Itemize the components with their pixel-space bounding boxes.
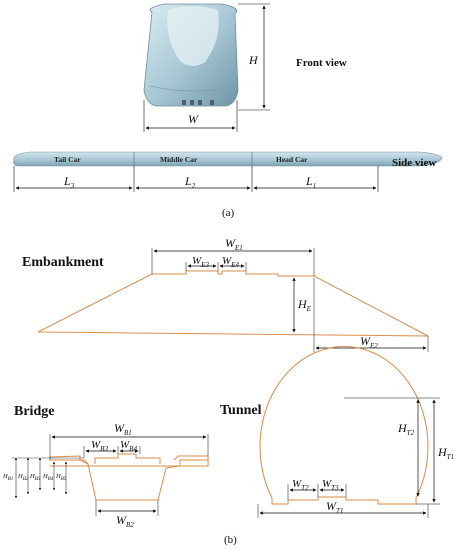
embankment-diagram: Embankment WE1 WE3 WE4 HE WE2 xyxy=(22,236,429,352)
front-width-label: W xyxy=(188,112,199,126)
panel-a: H W Front view Tail Car Middle Car Head … xyxy=(13,3,443,219)
tunnel-diagram: Tunnel HT1 HT2 WT2 WT3 WT1 xyxy=(220,346,454,518)
embankment-title: Embankment xyxy=(22,255,104,270)
bridge-height-label: HB5 xyxy=(55,473,67,482)
dimension-label: WB3 xyxy=(91,439,108,453)
dimension-label: WB1 xyxy=(114,421,132,437)
dimension-label: WE4 xyxy=(222,255,239,269)
bridge-height-dimensions: HB1 HB2 HB3 HB4 HB5 xyxy=(2,457,84,499)
dimension-label: WB2 xyxy=(116,513,134,529)
train-front-view-illustration xyxy=(143,3,239,107)
bridge-height-label: HB4 xyxy=(42,473,54,482)
dimension-label: HT2 xyxy=(397,421,415,437)
side-view-label: Side view xyxy=(392,157,436,169)
dimension-label: WE2 xyxy=(360,334,378,350)
dimension-label: HE xyxy=(297,297,312,313)
front-height-label: H xyxy=(248,53,259,67)
front-height-dimension: H xyxy=(238,3,270,111)
car-name: Head Car xyxy=(276,155,308,164)
car-name: Tail Car xyxy=(54,155,81,164)
length-label-tail: L3 xyxy=(63,174,75,190)
tunnel-title: Tunnel xyxy=(220,403,262,418)
bridge-diagram: Bridge WB1 WB3 WB4 WB2 HB1 HB2 xyxy=(2,404,209,529)
bridge-title: Bridge xyxy=(14,404,54,419)
side-view-length-dimensions: L3 L2 L1 xyxy=(13,166,379,192)
length-label-head: L1 xyxy=(305,174,316,190)
car-name: Middle Car xyxy=(160,155,198,164)
bridge-height-label: HB1 xyxy=(2,473,13,482)
bridge-height-label: HB2 xyxy=(17,473,29,482)
train-side-view-illustration: Tail Car Middle Car Head Car xyxy=(13,151,443,167)
dimension-label: WT1 xyxy=(326,499,343,515)
front-width-dimension: W xyxy=(143,100,238,132)
dimension-label: WB4 xyxy=(120,439,137,453)
length-label-middle: L2 xyxy=(184,174,196,190)
bridge-height-label: HB3 xyxy=(29,473,41,482)
dimension-label: WT2 xyxy=(292,478,309,492)
dimension-label: WT3 xyxy=(322,478,339,492)
panel-b-caption: (b) xyxy=(224,534,237,546)
panel-a-caption: (a) xyxy=(222,207,235,219)
dimension-label: HT1 xyxy=(437,445,454,461)
front-view-label: Front view xyxy=(296,57,347,69)
dimension-label: WE3 xyxy=(192,255,209,269)
dimension-label: WE1 xyxy=(225,236,243,252)
